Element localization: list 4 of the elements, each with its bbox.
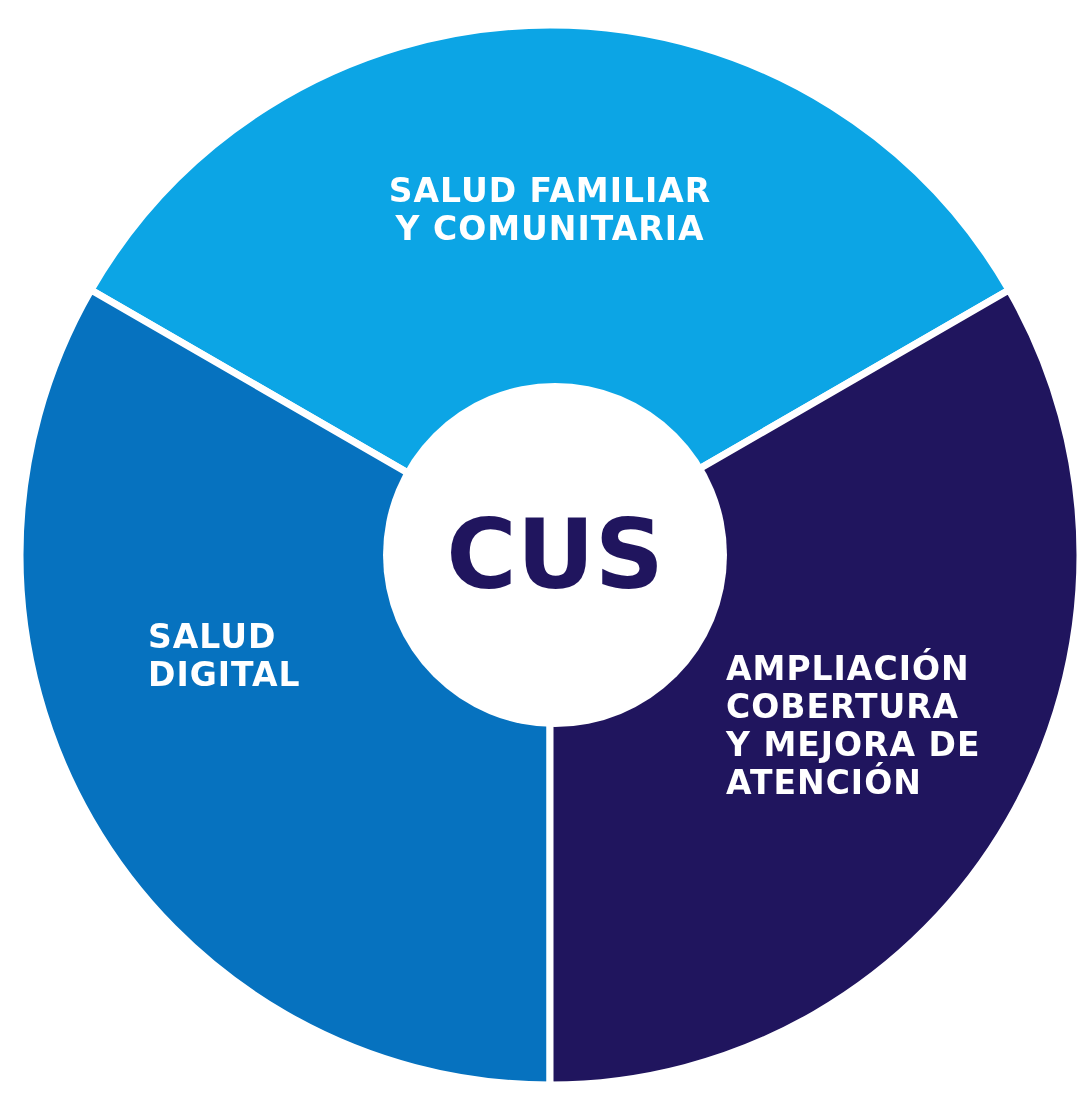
segment-label: SALUD DIGITAL [148,618,302,694]
segment-label: SALUD FAMILIAR Y COMUNITARIA [387,172,713,248]
center-label: CUS [446,499,664,611]
segment-label: AMPLIACIÓN COBERTURA Y MEJORA DE ATENCIÓN [726,650,982,802]
